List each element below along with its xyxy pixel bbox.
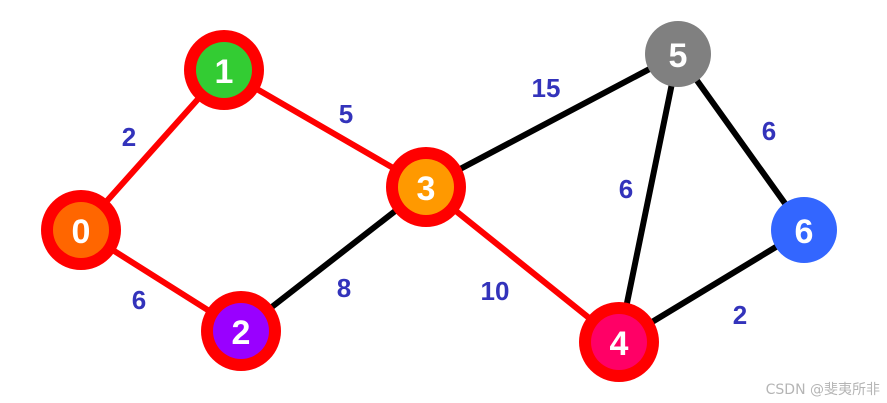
- node-3: 3: [386, 147, 466, 227]
- node-6-label: 6: [795, 213, 814, 251]
- node-1-label: 1: [215, 53, 234, 91]
- node-2: 2: [201, 291, 281, 371]
- edge-weight-4-6: 2: [733, 300, 747, 330]
- node-3-circle: [398, 159, 454, 215]
- node-5-label: 5: [669, 37, 688, 75]
- node-6-circle: [771, 197, 837, 263]
- node-5: 5: [645, 21, 711, 87]
- node-2-circle: [213, 303, 269, 359]
- node-6: 6: [771, 197, 837, 263]
- node-0: 0: [41, 190, 121, 270]
- node-4: 4: [579, 302, 659, 382]
- node-0-label: 0: [72, 213, 91, 251]
- watermark: CSDN @斐夷所非: [766, 382, 880, 398]
- node-1-circle: [196, 42, 252, 98]
- edge-3-5: [423, 51, 681, 190]
- node-4-label: 4: [610, 325, 629, 363]
- weights-layer: 2 6 5 8 15 10 6 6 2: [122, 73, 776, 330]
- edge-weight-4-5: 6: [619, 174, 633, 204]
- node-2-label: 2: [232, 314, 251, 352]
- node-4-circle: [591, 314, 647, 370]
- edge-weight-3-4: 10: [481, 276, 510, 306]
- node-0-circle: [53, 202, 109, 258]
- edge-4-5: [616, 51, 681, 345]
- nodes-layer: 0 1 2 3 4 5 6: [41, 21, 837, 382]
- node-5-circle: [645, 21, 711, 87]
- edge-weight-5-6: 6: [762, 116, 776, 146]
- node-3-label: 3: [417, 170, 436, 208]
- edge-weight-0-1: 2: [122, 122, 136, 152]
- node-1: 1: [184, 30, 264, 110]
- edge-weight-0-2: 6: [132, 285, 146, 315]
- edge-weight-1-3: 5: [339, 99, 353, 129]
- edge-3-4: [423, 184, 622, 345]
- edge-weight-2-3: 8: [337, 273, 351, 303]
- edge-weight-3-5: 15: [532, 73, 561, 103]
- edge-5-6: [675, 51, 807, 233]
